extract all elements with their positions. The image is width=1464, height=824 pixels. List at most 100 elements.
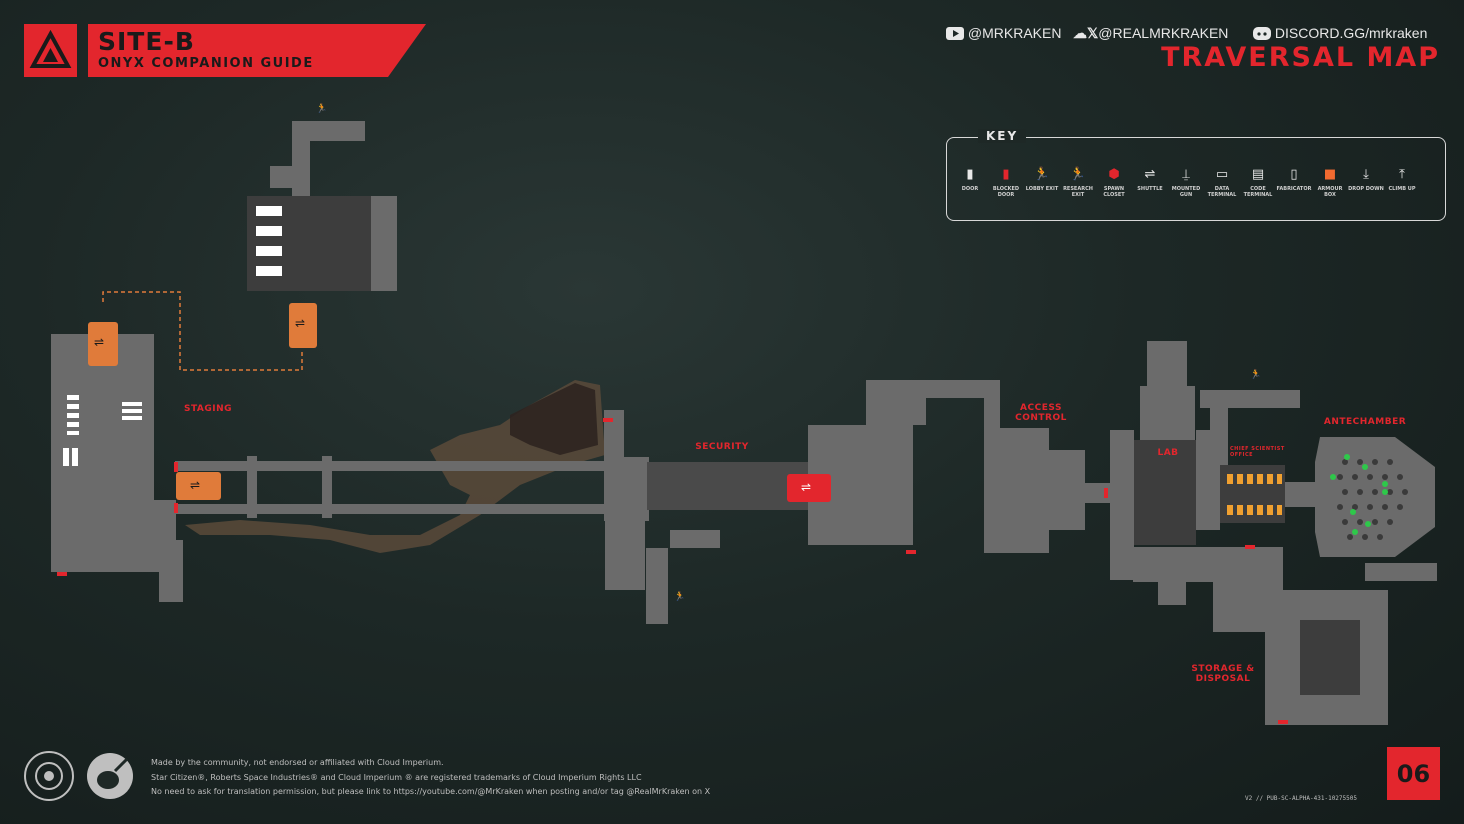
armour-box-icon: ■ [1323,166,1337,182]
mounted-gun-icon: ⍊ [1182,166,1190,182]
key-label: SHUTTLE [1137,186,1163,192]
key-label: CODE TERMINAL [1243,186,1273,198]
key-label: FABRICATOR [1276,186,1312,192]
disposal-room [1300,620,1360,695]
youtube-link[interactable]: @MRKRAKEN [946,25,1061,41]
corridor-lower [175,504,605,514]
zone-security: SECURITY [695,442,749,452]
key-item-mounted-gun: ⍊ MOUNTED GUN [1168,164,1204,199]
shuttle-stop-staging[interactable] [88,322,118,366]
key-item-research-exit: 🏃RESEARCH EXIT [1060,164,1096,199]
climb-up-icon: ⤒ [1399,166,1405,182]
kraken-badge [87,753,133,799]
corridor-upper [175,461,605,471]
lobby-corridor [646,548,668,624]
kraken-logo-icon [97,757,129,789]
shuttle-icon: ⇌ [94,335,105,349]
shuttle-icon: ⇌ [1144,166,1156,182]
key-label: SPAWN CLOSET [1103,186,1125,198]
fabricator-icon: ▯ [1290,166,1298,182]
key-item-spawn-closet: ⬢ SPAWN CLOSET [1096,164,1132,199]
storage-stub [1158,575,1186,605]
storage-link [1265,600,1295,612]
research-side [371,196,397,291]
spawn-closet-icon: ⬢ [1108,166,1120,182]
security-entry [604,457,649,521]
blocked-door [57,572,67,576]
discord-link[interactable]: DISCORD.GG/mrkraken [1253,25,1427,41]
spawn-closet[interactable] [787,474,831,502]
security-side [670,530,720,548]
key-label: DOOR [961,186,979,192]
research-exit-icon: 🏃 [1069,166,1087,182]
blocked-door-icon: ▮ [1002,166,1010,182]
key-item-armour-box: ■ARMOUR BOX [1312,164,1348,199]
disclaimer-line-1: Made by the community, not endorsed or a… [151,758,444,767]
x-handle: @REALMRKRAKEN [1098,25,1229,41]
code-terminal-icon: ▤ [1251,166,1265,182]
triangle-logo-icon [29,29,72,68]
lab-top [1147,341,1187,391]
key-item-fabricator: ▯ FABRICATOR [1276,164,1312,193]
title-banner [88,24,426,77]
passage-stair [984,380,1000,430]
page-subtitle: ONYX COMPANION GUIDE [98,56,314,71]
security-lower [605,520,645,590]
map-title: TRAVERSAL MAP [1161,42,1440,73]
lobby-exit-icon: 🏃 [1250,370,1262,380]
shuttle-icon: ⇌ [295,316,306,330]
key-label: DATA TERMINAL [1207,186,1237,198]
discord-handle: DISCORD.GG/mrkraken [1274,25,1428,41]
page-title: SITE-B [98,27,195,56]
x-link[interactable]: ☁𝕏@REALMRKRAKEN [1073,25,1228,42]
lab-room [1134,440,1196,545]
key-item-shuttle: ⇌ SHUTTLE [1132,164,1168,193]
shuttle-stop-research[interactable] [289,303,317,348]
version-label: V2 // PUB-SC-ALPHA-431-10275505 [1245,795,1357,802]
discord-icon [1253,27,1271,40]
zone-access-control: ACCESS CONTROL [1015,403,1067,423]
fabricator-row [256,206,282,278]
corridor-pillar [322,456,332,518]
antechamber-exit [1365,563,1437,581]
shuttle-car[interactable] [176,472,221,500]
passage-room [866,380,926,425]
terminal-block [63,448,78,466]
lab-upper [1140,386,1195,441]
blocked-door [1245,545,1255,549]
key-item-blocked-door: ▮ BLOCKED DOOR [988,164,1024,199]
key-item-lobby-exit: 🏃LOBBY EXIT [1024,164,1060,193]
drop-down-icon: ⤓ [1363,166,1369,182]
door-icon: ▮ [966,166,974,182]
blocked-door [1104,488,1108,498]
lobby-exit-icon: 🏃 [1033,166,1051,182]
zone-lab: LAB [1157,448,1179,458]
key-title: KEY [978,129,1027,143]
data-terminal-icon: ▭ [1215,166,1229,182]
key-label: DROP DOWN [1348,186,1384,192]
site-logo [24,24,77,77]
key-label: MOUNTED GUN [1171,186,1201,198]
key-label: CLIMB UP [1388,186,1416,192]
blocked-door [174,462,178,472]
blocked-door [1278,720,1288,724]
access-control-side [1047,450,1085,530]
shuttle-icon: ⇌ [190,478,201,492]
blocked-door [906,550,916,554]
research-shaft [292,121,310,201]
key-panel [946,137,1446,221]
staging-lower [51,500,176,572]
access-link [1085,483,1113,503]
key-item-drop-down: ⤓ DROP DOWN [1348,164,1384,193]
lab-corridor [1110,430,1134,580]
staging-stair [159,540,183,602]
zone-storage: STORAGE & DISPOSAL [1191,664,1255,684]
shuttle-route [102,291,303,371]
armour-row [1227,474,1282,484]
research-top [292,121,365,141]
community-badge [24,751,74,801]
key-item-data-terminal: ▭ DATA TERMINAL [1204,164,1240,199]
antechamber-room [1285,437,1435,557]
key-label: BLOCKED DOOR [992,186,1020,198]
fabricator-row [122,402,142,420]
